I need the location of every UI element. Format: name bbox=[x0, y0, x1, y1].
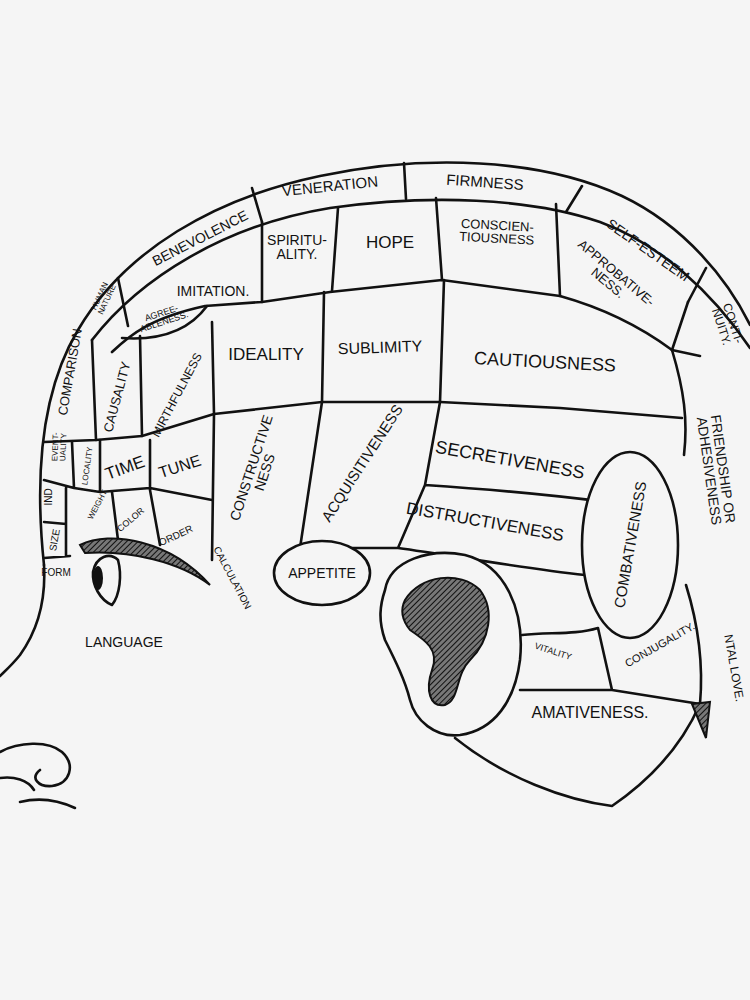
region-name: IND bbox=[44, 488, 54, 505]
region-name: SUBLIMITY bbox=[338, 338, 423, 357]
region-name: SECRETIVENESS bbox=[434, 438, 586, 482]
ear-outline bbox=[380, 553, 520, 735]
phrenology-region: FRIENDSHIP OR ADHESIVENESS bbox=[693, 404, 739, 537]
phrenology-region: SECRETIVENESS bbox=[434, 438, 586, 482]
phrenology-region: AGREE- ABLENESS. bbox=[132, 300, 195, 336]
phrenology-region: IND bbox=[44, 488, 54, 505]
eyebrow bbox=[80, 538, 210, 585]
region-name: CAUSALITY bbox=[101, 360, 132, 433]
phrenology-region: SPIRITU- ALITY. bbox=[261, 233, 333, 262]
region-name: CONTI- NUITY. bbox=[707, 296, 746, 353]
phrenology-region: IDEALITY bbox=[228, 346, 304, 363]
region-name: COLOR bbox=[116, 506, 146, 534]
phrenology-region: NTAL LOVE. bbox=[722, 633, 746, 702]
eye-outline bbox=[93, 556, 120, 605]
oval-shape bbox=[582, 452, 678, 638]
region-name: FIRMNESS bbox=[446, 172, 524, 193]
phrenology-region: EVENT- UALITY bbox=[51, 428, 69, 467]
region-name: VENERATION bbox=[281, 173, 378, 198]
oval-shape bbox=[274, 541, 370, 605]
nostril-line bbox=[0, 778, 34, 791]
region-name: HOPE bbox=[366, 234, 414, 251]
phrenology-region: AMATIVENESS. bbox=[531, 705, 648, 721]
region-name: SIZE bbox=[48, 528, 62, 552]
nose-outline bbox=[0, 744, 70, 786]
region-name: VITALITY bbox=[533, 642, 572, 663]
face-outline bbox=[0, 565, 44, 676]
region-name: FRIENDSHIP OR ADHESIVENESS bbox=[693, 404, 739, 537]
phrenology-region: CAUTIOUSNESS bbox=[474, 349, 617, 375]
oval-region: APPETITE bbox=[272, 539, 372, 607]
phrenology-region: CONSCIEN- TIOUSNESS bbox=[450, 216, 543, 247]
region-name: IDEALITY bbox=[228, 346, 304, 363]
region-name: DISTRUCTIVENESS bbox=[405, 500, 565, 545]
phrenology-region: BENEVOLENCE bbox=[150, 208, 250, 268]
region-name: APPETITE bbox=[288, 566, 356, 580]
region-name: NTAL LOVE. bbox=[722, 633, 746, 702]
region-name: AGREE- ABLENESS. bbox=[132, 300, 195, 336]
region-name: CALCULATION bbox=[211, 545, 253, 611]
region-border bbox=[92, 200, 750, 348]
region-name: EVENT- UALITY bbox=[51, 428, 69, 467]
phrenology-region: HUMAN NATURE bbox=[88, 276, 121, 321]
oval-region: COMBATIVENESS bbox=[580, 450, 680, 640]
phrenology-region: CONTI- NUITY. bbox=[707, 296, 746, 353]
region-border bbox=[212, 402, 606, 575]
region-border bbox=[252, 163, 706, 302]
shaded-wedge bbox=[692, 702, 710, 738]
region-name: AMATIVENESS. bbox=[531, 705, 648, 721]
phrenology-region: HOPE bbox=[366, 234, 414, 251]
phrenology-region: FIRMNESS bbox=[446, 172, 524, 193]
region-name: HUMAN NATURE bbox=[88, 276, 121, 321]
phrenology-region: SUBLIMITY bbox=[338, 338, 423, 357]
region-border bbox=[44, 402, 682, 442]
region-name: ORDER bbox=[157, 524, 194, 549]
phrenology-region: VITALITY bbox=[533, 642, 572, 663]
region-name: CONSCIEN- TIOUSNESS bbox=[450, 216, 543, 247]
phrenology-region: IMITATION. bbox=[177, 284, 250, 298]
region-name: TIME bbox=[103, 453, 147, 483]
eye-pupil bbox=[93, 566, 103, 590]
lip-line bbox=[20, 800, 75, 808]
phrenology-region: VENERATION bbox=[281, 173, 378, 198]
region-name: FORM bbox=[41, 568, 70, 578]
region-name: MIRTHFULNESS bbox=[150, 351, 205, 439]
ear-inner bbox=[402, 578, 488, 706]
phrenology-region: COMPARISON bbox=[56, 328, 84, 417]
region-name: WEIGHT bbox=[87, 489, 109, 521]
region-name: BENEVOLENCE bbox=[150, 208, 250, 268]
phrenology-region: TUNE bbox=[157, 453, 203, 482]
phrenology-region: LOCALITY bbox=[81, 446, 94, 485]
phrenology-region: CALCULATION bbox=[211, 545, 253, 611]
phrenology-region: DISTRUCTIVENESS bbox=[405, 500, 565, 545]
phrenology-region: TIME bbox=[103, 453, 147, 483]
phrenology-region: ACQUISITIVENESS bbox=[319, 402, 406, 524]
phrenology-region: FORM bbox=[41, 568, 70, 578]
phrenology-region: WEIGHT bbox=[87, 489, 109, 521]
region-name: LOCALITY bbox=[81, 446, 94, 485]
phrenology-region: CONSTRUCTIVE NESS bbox=[227, 411, 290, 529]
region-name: SPIRITU- ALITY. bbox=[261, 233, 333, 262]
phrenology-region: CAUSALITY bbox=[101, 360, 132, 433]
region-name: CONSTRUCTIVE NESS bbox=[227, 411, 290, 529]
region-name: IMITATION. bbox=[177, 284, 250, 298]
region-name: CAUTIOUSNESS bbox=[474, 349, 617, 375]
phrenology-region: MIRTHFULNESS bbox=[150, 351, 205, 439]
region-name: COMPARISON bbox=[56, 328, 84, 417]
phrenology-region: COLOR bbox=[116, 506, 146, 534]
region-name: ACQUISITIVENESS bbox=[319, 402, 406, 524]
region-name: TUNE bbox=[157, 453, 203, 482]
region-border bbox=[118, 198, 688, 350]
feature-label: LANGUAGE bbox=[85, 634, 163, 650]
phrenology-region: ORDER bbox=[157, 524, 194, 549]
phrenology-region: SIZE bbox=[48, 528, 62, 552]
